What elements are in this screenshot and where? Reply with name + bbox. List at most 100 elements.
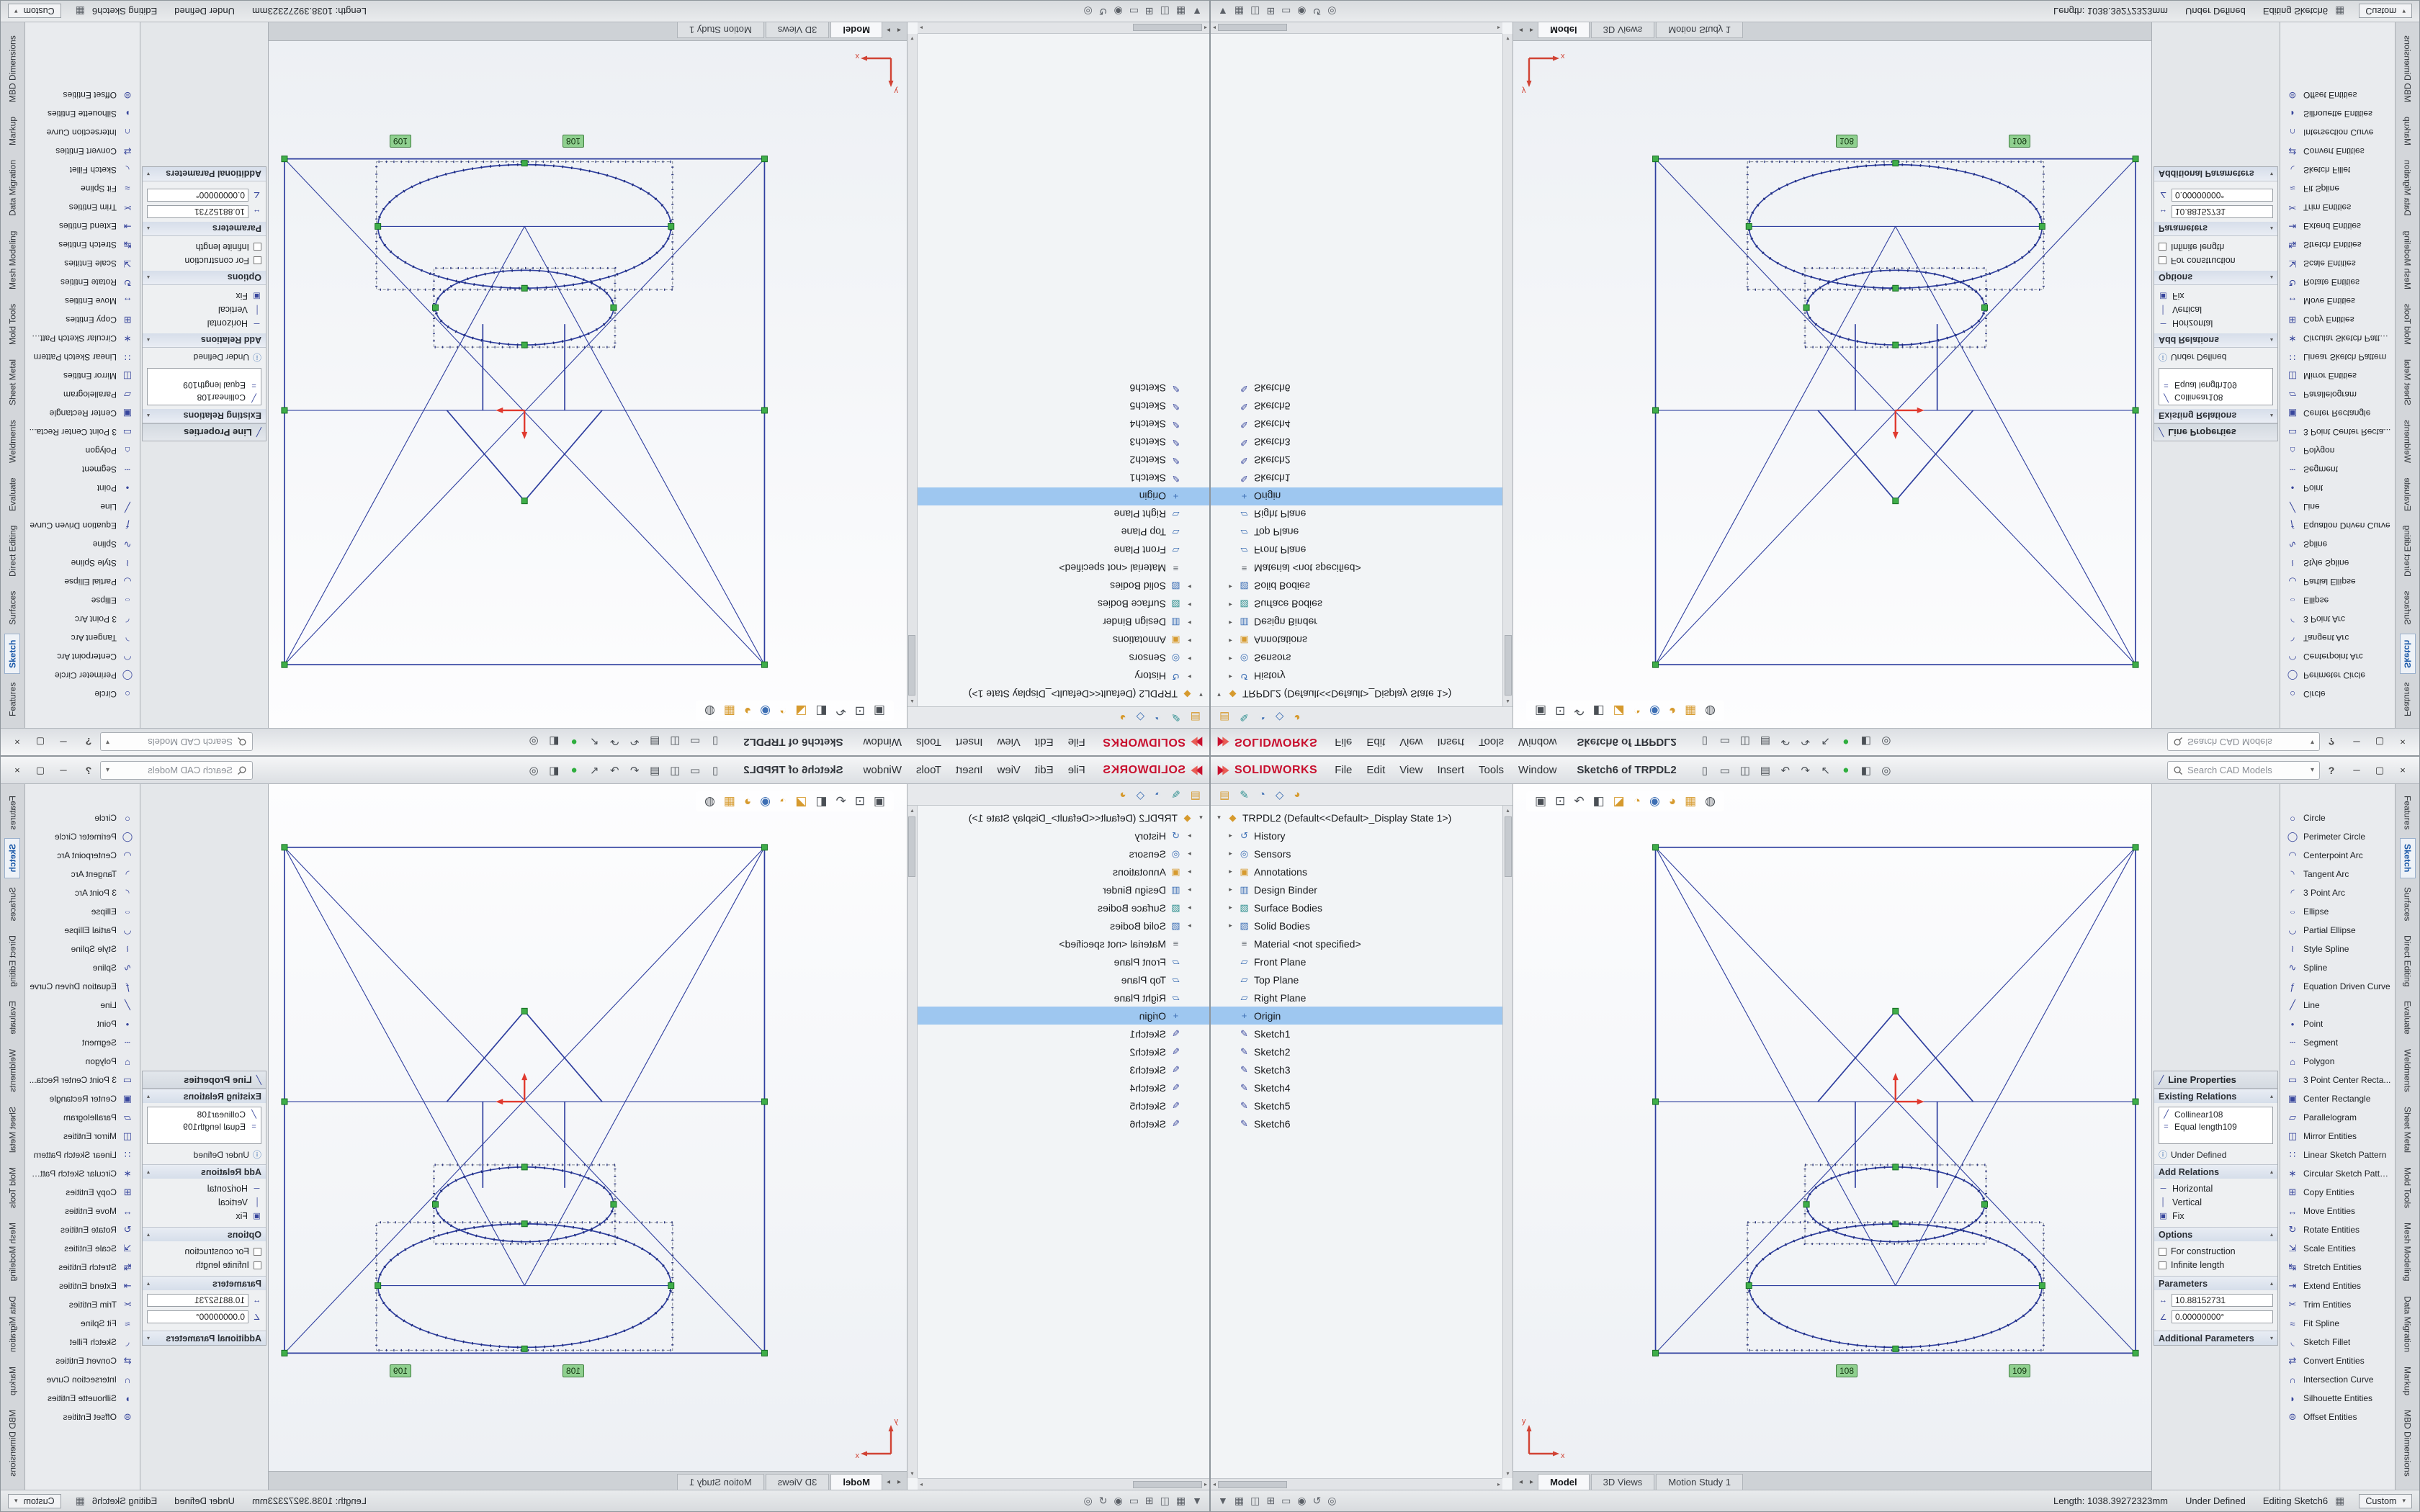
previous-view-icon[interactable]: ↶	[1574, 794, 1585, 808]
parameter-field[interactable]: ↔ 10.88152731	[147, 205, 261, 218]
tool-item[interactable]: ↹ Stretch Entities	[25, 1258, 140, 1277]
relation-item[interactable]: = Equal length109	[150, 379, 259, 391]
menu-item[interactable]: View	[1399, 736, 1423, 748]
section-view-icon[interactable]: ◧	[1592, 704, 1605, 718]
appearance-icon[interactable]: ◕	[743, 704, 752, 718]
section-view-icon[interactable]: ◧	[815, 794, 828, 808]
units-icon[interactable]: ⊞	[1266, 1495, 1276, 1506]
display-style-icon[interactable]: ◔	[779, 704, 787, 718]
redo-icon[interactable]: ↷	[609, 735, 619, 748]
tool-item[interactable]: ⇄ Convert Entities	[2280, 1351, 2395, 1370]
commandmanager-tab[interactable]: Features	[7, 682, 18, 716]
expand-arrow-icon[interactable]: ▸	[1188, 832, 1191, 839]
commandmanager-tab[interactable]: Data Migration	[7, 160, 18, 217]
commandmanager-tab[interactable]: Sheet Metal	[7, 359, 18, 406]
doc-tab[interactable]: Motion Study 1	[1656, 1474, 1744, 1490]
tag-icon[interactable]: ▭	[1129, 1495, 1139, 1506]
tree-item[interactable]: ✎ Sketch6	[1211, 379, 1512, 397]
tool-item[interactable]: ○ Circle	[25, 685, 140, 703]
expand-arrow-icon[interactable]: ▾	[1199, 691, 1203, 698]
tool-item[interactable]: ∷ Linear Sketch Pattern	[2280, 348, 2395, 366]
menu-item[interactable]: View	[997, 736, 1021, 748]
tool-item[interactable]: ↻ Rotate Entities	[2280, 1220, 2395, 1239]
expand-arrow-icon[interactable]: ▸	[1229, 922, 1232, 929]
tool-item[interactable]: ↔ Move Entities	[2280, 1202, 2395, 1220]
grid-icon[interactable]: ▦	[2335, 6, 2345, 17]
minimize-button[interactable]: ─	[60, 737, 67, 747]
add-relation-option[interactable]: ─ Horizontal	[147, 316, 261, 330]
grid-snap-icon[interactable]: ▦	[1175, 6, 1186, 17]
tree-item[interactable]: ✎ Sketch2	[1211, 1043, 1512, 1061]
tool-item[interactable]: ⊜ Offset Entities	[2280, 1408, 2395, 1426]
scroll-left-icon[interactable]: ◂	[1213, 24, 1216, 31]
tool-item[interactable]: ✂ Trim Entities	[25, 1295, 140, 1314]
menu-item[interactable]: Edit	[1034, 736, 1054, 748]
tool-item[interactable]: ≀ Style Spline	[2280, 554, 2395, 572]
tree-item[interactable]: ▸ ↺ History	[908, 667, 1209, 685]
tool-item[interactable]: ╱ Line	[25, 498, 140, 516]
sync-icon[interactable]: ↺	[1098, 1495, 1108, 1506]
propertymanager-tab-icon[interactable]: ✎	[1171, 711, 1180, 724]
tree-item[interactable]: ▸ ↺ History	[1211, 827, 1512, 845]
section-view-icon[interactable]: ◧	[1592, 794, 1605, 808]
tool-item[interactable]: ↻ Rotate Entities	[2280, 273, 2395, 292]
tool-item[interactable]: ∗ Circular Sketch Pattern	[25, 329, 140, 348]
tree-item[interactable]: ✎ Sketch4	[1211, 415, 1512, 433]
relation-callout[interactable]: 108	[562, 1364, 584, 1377]
relation-callout[interactable]: 108	[1836, 1364, 1858, 1377]
expand-arrow-icon[interactable]: ▸	[1229, 601, 1232, 608]
tool-item[interactable]: ○ Ellipse	[25, 591, 140, 610]
tool-item[interactable]: ↔ Move Entities	[25, 292, 140, 310]
tool-item[interactable]: ◠ Centerpoint Arc	[25, 846, 140, 865]
select-icon[interactable]: ↖	[589, 764, 599, 777]
tool-item[interactable]: ✂ Trim Entities	[2280, 198, 2395, 217]
add-relation-option[interactable]: │ Vertical	[147, 302, 261, 316]
graphics-area[interactable]: ▣⊡↶◧◪◔◉◕▦◍ 108 109 x y	[1513, 784, 2151, 1471]
tag-icon[interactable]: ▭	[1281, 6, 1291, 17]
print-icon[interactable]: ▤	[1760, 735, 1770, 748]
dimxpertmanager-tab-icon[interactable]: ◇	[1136, 788, 1145, 801]
tool-item[interactable]: ⇄ Convert Entities	[25, 142, 140, 161]
tool-item[interactable]: ○ Ellipse	[2280, 902, 2395, 921]
select-icon[interactable]: ↖	[1821, 764, 1831, 777]
section-add-relations[interactable]: Add Relations ▴	[2154, 333, 2277, 348]
relations-list[interactable]: ╱ Collinear108 = Equal length109	[147, 368, 261, 405]
display-settings-icon[interactable]: ◧	[549, 735, 560, 748]
view-settings-icon[interactable]: ◍	[704, 704, 715, 718]
scroll-up-icon[interactable]: ▴	[910, 807, 914, 814]
tool-item[interactable]: ◗ Silhouette Entities	[25, 104, 140, 123]
commandmanager-tab[interactable]: Evaluate	[2402, 1001, 2413, 1035]
tab-scroll-right-icon[interactable]: ▸	[886, 26, 890, 34]
add-relation-option[interactable]: ─ Horizontal	[147, 1182, 261, 1196]
commandmanager-tab[interactable]: Evaluate	[7, 477, 18, 511]
tree-item[interactable]: ▾ ◆ TRPDL2 (Default<<Default>_Display St…	[908, 685, 1209, 703]
tool-item[interactable]: ▣ Center Rectangle	[25, 404, 140, 423]
tool-item[interactable]: • Point	[2280, 1014, 2395, 1033]
selection-filter-icon[interactable]: ▼	[1192, 6, 1202, 17]
menu-item[interactable]: Insert	[1437, 764, 1465, 776]
maximize-button[interactable]: ▢	[2375, 764, 2385, 775]
commandmanager-tab[interactable]: Features	[2402, 682, 2413, 716]
configurationmanager-tab-icon[interactable]: ◔	[1258, 788, 1265, 801]
commandmanager-tab[interactable]: Mesh Modeling	[7, 1223, 18, 1282]
tool-item[interactable]: ∩ Intersection Curve	[2280, 123, 2395, 142]
tree-item[interactable]: ▱ Right Plane	[1211, 989, 1512, 1007]
relations-list[interactable]: ╱ Collinear108 = Equal length109	[147, 1107, 261, 1144]
tree-item[interactable]: ▱ Top Plane	[1211, 971, 1512, 989]
scroll-up-icon[interactable]: ▴	[910, 698, 914, 705]
expand-arrow-icon[interactable]: ▸	[1229, 655, 1232, 662]
tree-horizontal-scrollbar[interactable]: ◂ ▸	[918, 22, 1209, 34]
display-style-icon[interactable]: ◔	[1633, 794, 1641, 808]
section-additional-parameters[interactable]: Additional Parameters ▾	[2154, 167, 2277, 181]
section-options[interactable]: Options ▴	[143, 271, 266, 285]
sync-icon[interactable]: ↺	[1312, 6, 1322, 17]
scroll-right-icon[interactable]: ▸	[1497, 1481, 1500, 1488]
tool-item[interactable]: ⇲ Scale Entities	[2280, 254, 2395, 273]
menu-item[interactable]: Tools	[915, 736, 941, 748]
tool-item[interactable]: ▱ Parallelogram	[2280, 385, 2395, 404]
commandmanager-tab[interactable]: MBD Dimensions	[2402, 35, 2413, 103]
scrollbar-thumb[interactable]	[1132, 1480, 1202, 1488]
featuremanager-tab-icon[interactable]: ▤	[1190, 711, 1201, 724]
open-icon[interactable]: ▭	[690, 735, 701, 748]
zoom-area-icon[interactable]: ⊡	[854, 704, 865, 718]
